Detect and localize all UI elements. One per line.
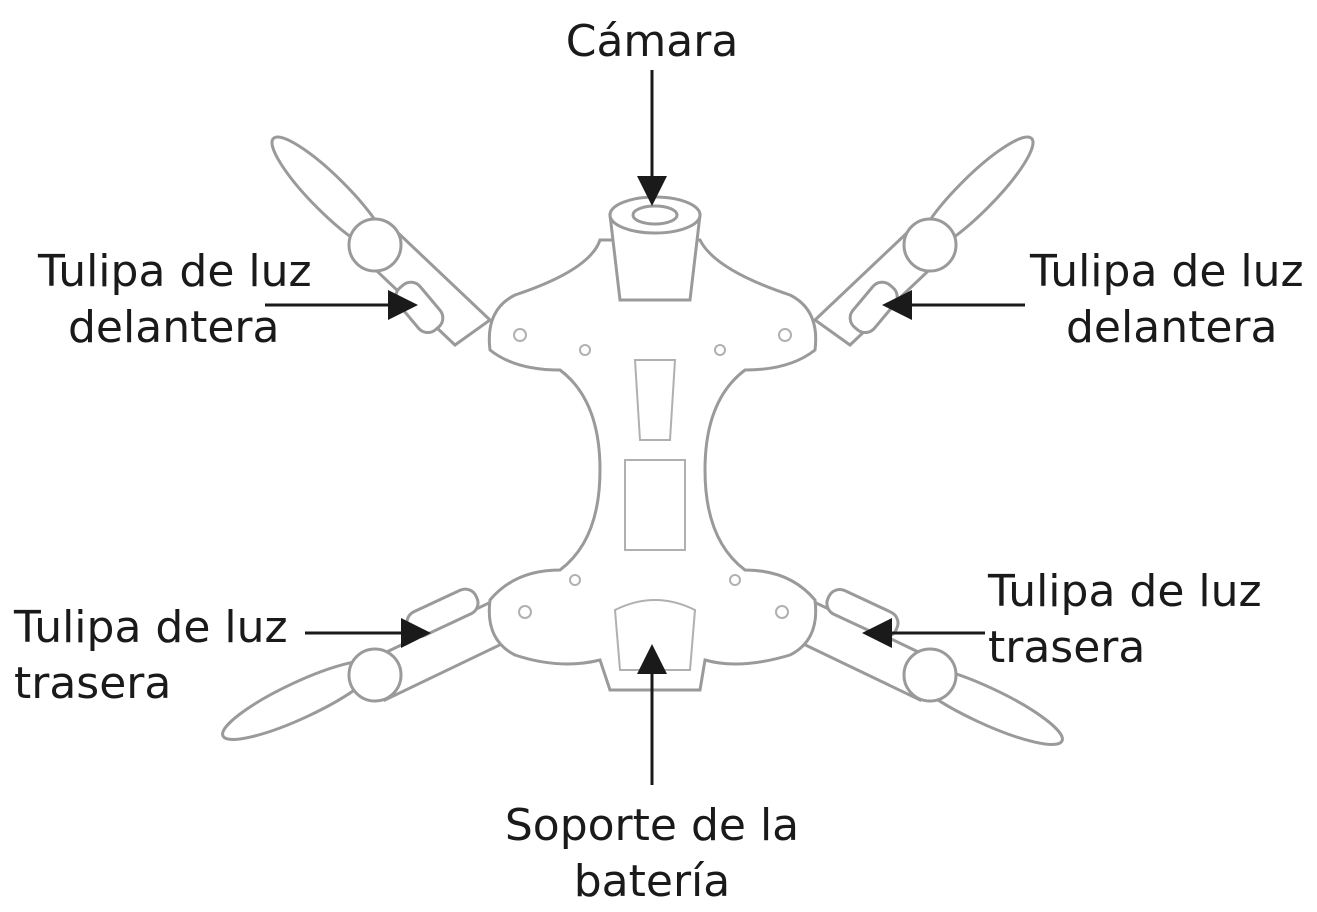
arm-front-right [815,219,956,345]
label-rear-right-line2: trasera [988,620,1262,676]
label-front-left: Tulipa de luz delantera [38,244,312,356]
label-front-right: Tulipa de luz delantera [1030,244,1304,356]
label-front-left-line2: delantera [38,300,312,356]
label-rear-right-line1: Tulipa de luz [988,564,1262,620]
label-battery: Soporte de la batería [472,798,832,910]
label-battery-line1: Soporte de la [472,798,832,854]
label-rear-left-line1: Tulipa de luz [14,600,288,656]
label-front-right-line2: delantera [1030,300,1304,356]
arm-front-left [349,219,490,345]
label-battery-line2: batería [472,854,832,910]
label-front-right-line1: Tulipa de luz [1030,244,1304,300]
label-camera: Cámara [552,14,752,70]
camera-module [610,197,700,300]
label-rear-right: Tulipa de luz trasera [988,564,1262,676]
label-rear-left-line2: trasera [14,656,288,712]
drone-body [489,240,815,690]
arm-rear-left [349,585,510,701]
label-rear-left: Tulipa de luz trasera [14,600,288,712]
label-camera-text: Cámara [552,14,752,70]
label-front-left-line1: Tulipa de luz [38,244,312,300]
arm-rear-right [795,586,956,701]
